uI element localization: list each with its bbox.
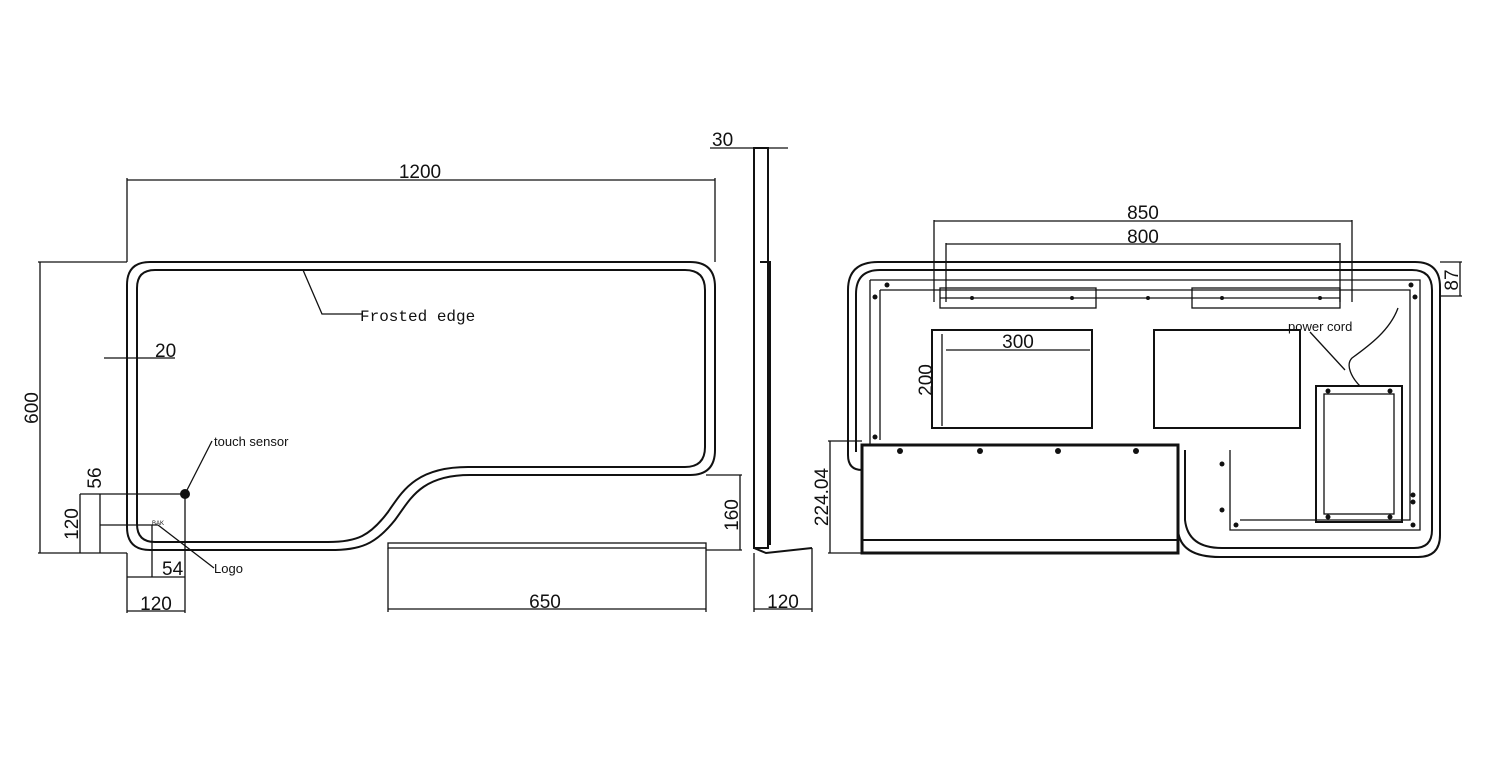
dim-120-depth: 120 xyxy=(767,592,799,613)
frosted-edge-label: Frosted edge xyxy=(360,308,475,326)
back-view: 850 800 87 300 200 power cord xyxy=(812,203,1463,558)
dim-850: 850 xyxy=(1127,203,1159,224)
driver-box xyxy=(1315,385,1403,523)
logo-mark: BAK xyxy=(152,521,164,527)
dim-160: 160 xyxy=(722,499,743,531)
dim-20: 20 xyxy=(155,341,176,362)
dim-87: 87 xyxy=(1442,269,1463,290)
dim-800: 800 xyxy=(1127,227,1159,248)
dim-300: 300 xyxy=(1002,332,1034,353)
front-view: 1200 600 Frosted edge 20 touch sensor BA… xyxy=(22,162,743,615)
dim-200: 200 xyxy=(916,364,937,396)
dim-224-04: 224.04 xyxy=(812,468,833,527)
panel-right xyxy=(1153,329,1301,429)
side-profile xyxy=(753,147,769,549)
dim-120-vertical: 120 xyxy=(62,508,83,540)
dim-1200: 1200 xyxy=(399,162,441,183)
side-view: 30 120 xyxy=(710,130,813,613)
panel-left xyxy=(931,329,1093,429)
dim-120-horizontal: 120 xyxy=(140,594,172,615)
mirror-outline xyxy=(126,261,716,551)
lower-shelf-block xyxy=(860,443,1180,555)
back-outer-frame xyxy=(878,261,1441,558)
dim-54: 54 xyxy=(162,559,184,580)
dim-30: 30 xyxy=(712,130,733,151)
power-cord xyxy=(1348,307,1399,387)
logo-label: Logo xyxy=(214,561,243,576)
touch-sensor-label: touch sensor xyxy=(214,434,289,449)
power-cord-label: power cord xyxy=(1288,319,1352,334)
shelf-plate xyxy=(387,542,707,549)
dim-650: 650 xyxy=(529,592,561,613)
frosted-edge-outline xyxy=(136,269,706,543)
dim-56: 56 xyxy=(85,467,106,488)
dim-600: 600 xyxy=(22,392,43,424)
